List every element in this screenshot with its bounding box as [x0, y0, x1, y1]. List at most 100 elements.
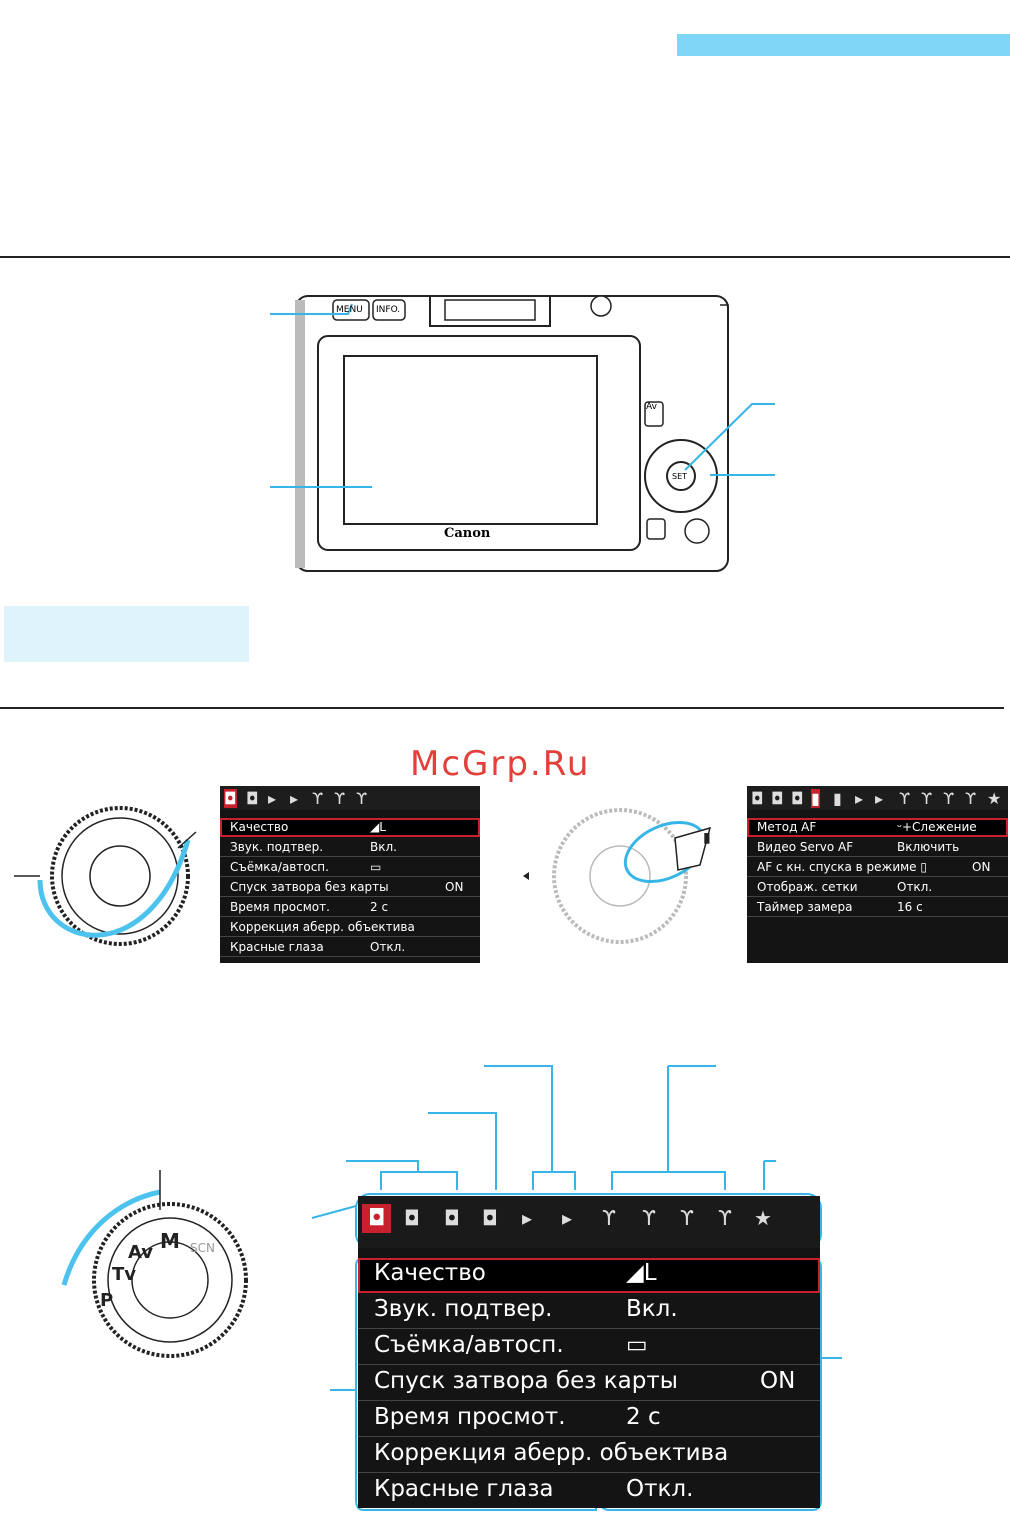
- camera-tab-icon[interactable]: ◘: [404, 1206, 420, 1230]
- menu-row-label: Коррекция аберр. объектива: [374, 1440, 729, 1466]
- menu-row-label: Коррекция аберр. объектива: [230, 920, 415, 934]
- movie-tab-icon[interactable]: ▮: [833, 789, 842, 808]
- mymenu-star-icon[interactable]: ★: [754, 1206, 772, 1230]
- menu-row-value: Вкл.: [626, 1296, 678, 1322]
- menu-row[interactable]: Коррекция аберр. объектива: [220, 918, 480, 937]
- dial-mode-p: P: [100, 1290, 113, 1311]
- menu-row-label: Видео Servo AF: [757, 840, 854, 854]
- menu-screen-large: ◘ ◘ ◘ ◘ ▸ ▸ ϒ ϒ ϒ ϒ ★ Качество ◢L Звук. п…: [358, 1196, 820, 1508]
- menu-row[interactable]: AF с кн. спуска в режиме ▯ON: [747, 858, 1008, 877]
- setup-tab-icon[interactable]: ϒ: [943, 789, 955, 808]
- setup-tab-icon[interactable]: ϒ: [965, 789, 977, 808]
- setup-tab-icon[interactable]: ϒ: [356, 789, 368, 808]
- menu-row[interactable]: Время просмот. 2 с: [220, 898, 480, 917]
- playback-tab-icon[interactable]: ▸: [855, 789, 864, 808]
- menu-row-label: Красные глаза: [374, 1476, 554, 1502]
- section-label-box: [4, 606, 249, 662]
- menu-row-value: 2 с: [370, 900, 389, 914]
- menu-row[interactable]: Качество◢L: [220, 818, 480, 837]
- setup-tab-icon[interactable]: ϒ: [718, 1206, 732, 1230]
- menu-row[interactable]: Метод AF ᵕ+Слежение: [747, 818, 1008, 837]
- menu-row-value: 16 с: [897, 900, 923, 914]
- camera-tab-icon[interactable]: ◘: [224, 789, 237, 808]
- svg-text:▮: ▮: [703, 830, 711, 846]
- setup-tab-icon[interactable]: ϒ: [899, 789, 911, 808]
- menu-row[interactable]: Отображ. сетки Откл.: [747, 878, 1008, 897]
- mode-dial-1: [14, 806, 197, 946]
- menu-row-label: Метод AF: [757, 820, 817, 834]
- playback-tab-icon[interactable]: ▸: [522, 1206, 533, 1230]
- menu-row-value: Включить: [897, 840, 960, 854]
- section-divider: [0, 707, 1004, 709]
- camera-tab-icon[interactable]: ◘: [791, 789, 804, 808]
- watermark: McGrp.Ru: [410, 744, 591, 784]
- menu-row-value: Вкл.: [370, 840, 397, 854]
- menu-row-value: ▭: [370, 860, 382, 874]
- menu-row-label: Качество: [230, 820, 289, 834]
- movie-tab-icon[interactable]: ▮: [811, 789, 820, 808]
- camera-tab-icon[interactable]: ◘: [751, 789, 764, 808]
- playback-tab-icon[interactable]: ▸: [875, 789, 884, 808]
- menu-tab-bar: ◘ ◘ ◘ ◘ ▸ ▸ ϒ ϒ ϒ ϒ ★: [358, 1196, 820, 1248]
- header-bar: [677, 34, 1010, 56]
- menu-row[interactable]: Красные глаза Откл.: [358, 1474, 820, 1508]
- menu-row-value: Откл.: [370, 940, 406, 954]
- menu-row-label: Красные глаза: [230, 940, 324, 954]
- menu-tab-bar: ◘ ◘ ▸ ▸ ϒ ϒ ϒ: [220, 786, 480, 810]
- menu-row-label: Время просмот.: [374, 1404, 566, 1430]
- menu-row-value: ON: [445, 880, 464, 894]
- menu-row-label: Качество: [374, 1260, 486, 1286]
- menu-row-value: Откл.: [897, 880, 933, 894]
- info-button-label: INFO.: [376, 305, 401, 315]
- menu-row-value: 2 с: [626, 1404, 661, 1430]
- playback-tab-icon[interactable]: ▸: [268, 789, 277, 808]
- playback-tab-icon[interactable]: ▸: [290, 789, 299, 808]
- menu-row-value: ◢L: [626, 1260, 657, 1286]
- camera-back-illustration: [270, 295, 775, 572]
- setup-tab-icon[interactable]: ϒ: [334, 789, 346, 808]
- menu-row-label: Отображ. сетки: [757, 880, 858, 894]
- camera-tab-icon[interactable]: ◘: [482, 1206, 498, 1230]
- camera-tab-icon[interactable]: ◘: [771, 789, 784, 808]
- setup-tab-icon[interactable]: ϒ: [680, 1206, 694, 1230]
- menu-row[interactable]: Звук. подтвер. Вкл.: [220, 838, 480, 857]
- menu-row[interactable]: Красные глаза Откл.: [220, 938, 480, 957]
- setup-tab-icon[interactable]: ϒ: [602, 1206, 616, 1230]
- menu-row-label: Спуск затвора без карты: [374, 1368, 678, 1394]
- menu-row-label: Звук. подтвер.: [374, 1296, 553, 1322]
- menu-row[interactable]: Качество ◢L: [358, 1258, 820, 1293]
- menu-row[interactable]: Спуск затвора без карты ON: [358, 1366, 820, 1401]
- menu-row-value: ON: [760, 1368, 796, 1394]
- menu-row-label: Съёмка/автосп.: [230, 860, 329, 874]
- menu-row[interactable]: Спуск затвора без карты ON: [220, 878, 480, 897]
- setup-tab-icon[interactable]: ϒ: [312, 789, 324, 808]
- menu-button-label: MENU: [336, 305, 363, 315]
- menu-row-label: Время просмот.: [230, 900, 330, 914]
- mode-dial-2: ▮: [523, 808, 712, 944]
- mymenu-star-icon[interactable]: ★: [987, 789, 1002, 808]
- menu-row-label: Спуск затвора без карты: [230, 880, 389, 894]
- menu-row[interactable]: Время просмот. 2 с: [358, 1402, 820, 1437]
- setup-tab-icon[interactable]: ϒ: [642, 1206, 656, 1230]
- section-divider: [0, 256, 1010, 258]
- menu-row-value: Откл.: [626, 1476, 694, 1502]
- dial-mode-av: Av: [128, 1242, 153, 1263]
- menu-screen-small-right: ◘ ◘ ◘ ▮ ▮ ▸ ▸ ϒ ϒ ϒ ϒ ★ Метод AF ᵕ+Слежен…: [747, 786, 1008, 963]
- menu-row[interactable]: Коррекция аберр. объектива: [358, 1438, 820, 1473]
- dial-mode-tv: Tv: [112, 1264, 136, 1285]
- menu-row-label: Съёмка/автосп.: [374, 1332, 564, 1358]
- menu-row[interactable]: Съёмка/автосп.▭: [358, 1330, 820, 1365]
- menu-row[interactable]: Звук. подтвер. Вкл.: [358, 1294, 820, 1329]
- brand-logo: Canon: [444, 526, 491, 541]
- setup-tab-icon[interactable]: ϒ: [921, 789, 933, 808]
- playback-tab-icon[interactable]: ▸: [562, 1206, 573, 1230]
- menu-row-value: ᵕ+Слежение: [897, 820, 977, 834]
- dial-mode-scn: SCN: [190, 1241, 215, 1255]
- menu-row-label: Звук. подтвер.: [230, 840, 324, 854]
- camera-tab-icon[interactable]: ◘: [246, 789, 259, 808]
- menu-row[interactable]: Съёмка/автосп. ▭: [220, 858, 480, 877]
- camera-tab-icon[interactable]: ◘: [362, 1204, 392, 1233]
- camera-tab-icon[interactable]: ◘: [444, 1206, 460, 1230]
- menu-row[interactable]: Видео Servo AF Включить: [747, 838, 1008, 857]
